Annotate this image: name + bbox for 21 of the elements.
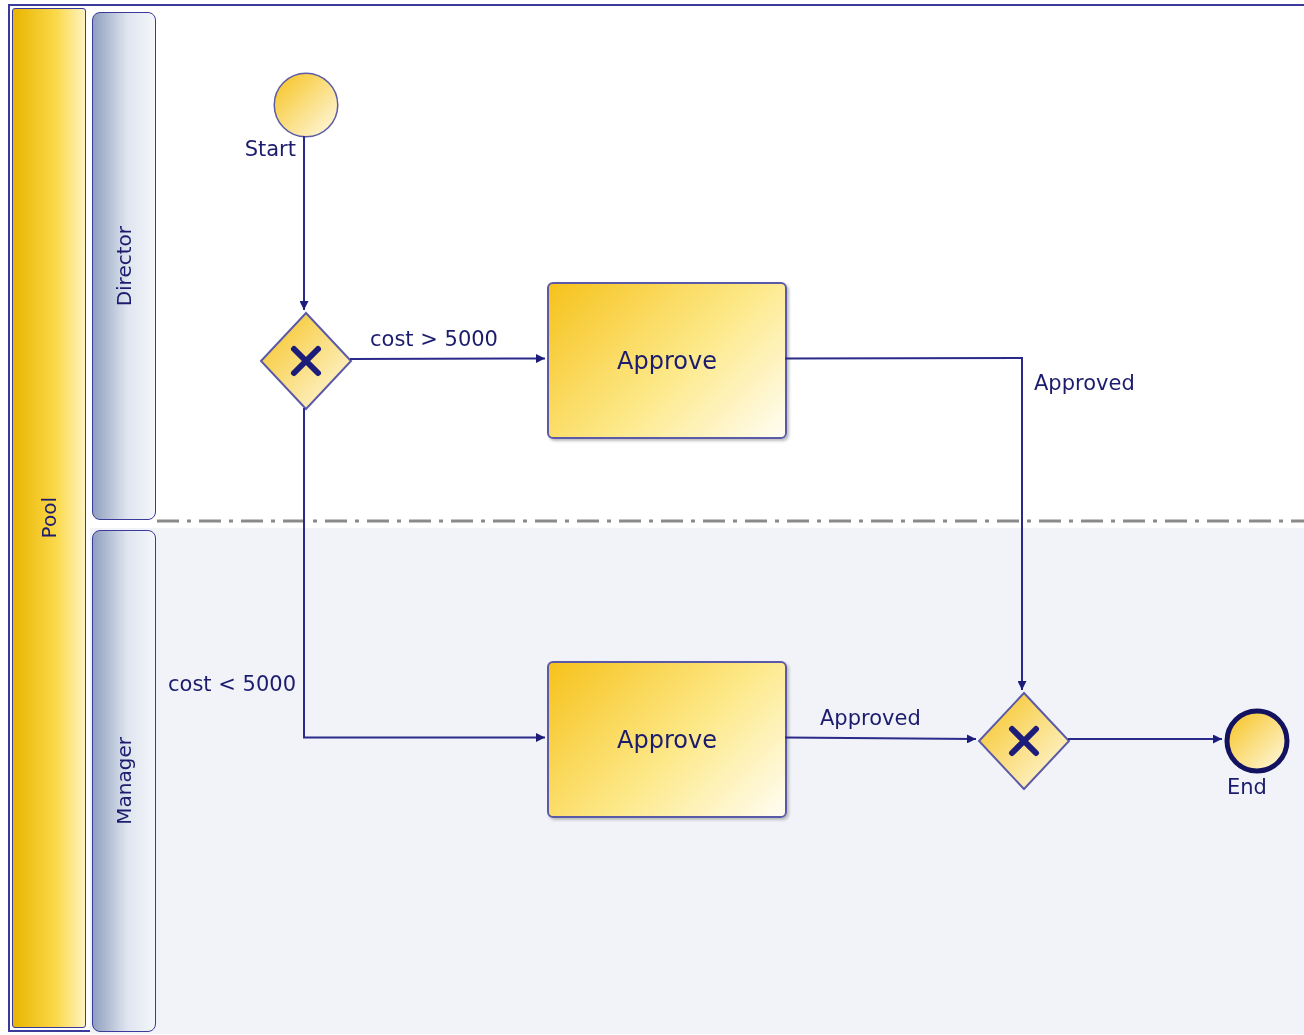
edge-label: Approved [819, 707, 922, 731]
sequence-flow-arrow [784, 357, 1027, 691]
event-label: Start [243, 138, 297, 162]
sequence-flow-arrow [299, 135, 309, 311]
pool-label: Pool [37, 497, 61, 539]
task-label: Approve [617, 725, 717, 754]
sequence-flow-arrow [1067, 734, 1223, 744]
sequence-flow-arrow [303, 407, 546, 742]
event-label: End [1226, 776, 1268, 800]
lane-label: Director [112, 225, 136, 307]
task-label: Approve [617, 346, 717, 375]
sequence-flow-arrow [784, 734, 977, 744]
edge-label: cost > 5000 [369, 328, 499, 352]
task-box [547, 661, 787, 818]
pool [8, 4, 1304, 1032]
task-box [547, 282, 787, 439]
swimlane [90, 528, 1304, 1034]
lane-label: Manager [112, 737, 136, 825]
sequence-flow-arrow [349, 354, 546, 363]
edge-label: cost < 5000 [167, 673, 297, 697]
edge-label: Approved [1033, 372, 1136, 396]
